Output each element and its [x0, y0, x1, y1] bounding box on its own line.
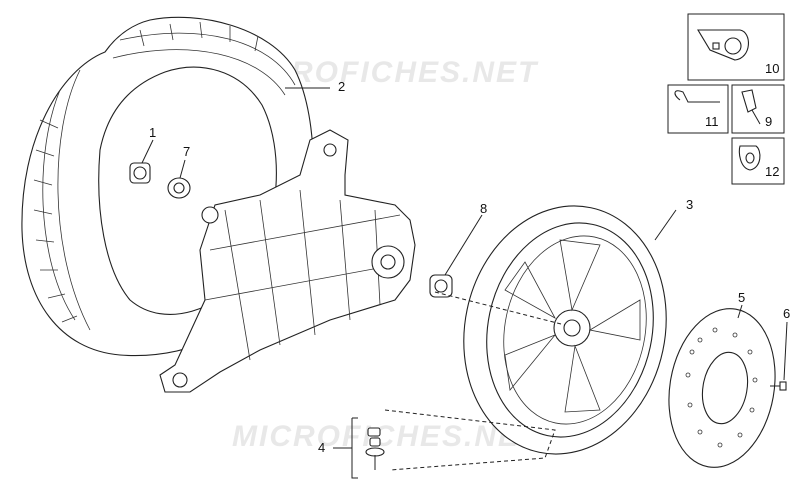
watermark-bottom: MICROFICHES.NET	[232, 420, 541, 453]
kit-box-valve: 9	[731, 84, 785, 134]
nut	[129, 162, 151, 184]
callout-brake-disc: 5	[738, 290, 745, 305]
callout-disc-screw: 6	[783, 306, 790, 321]
leader-bearing-spacer	[444, 214, 483, 276]
brake-disc	[668, 308, 776, 468]
callout-screw-kit: 4	[318, 440, 325, 455]
kit-num-pin: 11	[705, 114, 719, 129]
kit-num-plate: 10	[765, 61, 779, 76]
wheel	[463, 205, 667, 455]
leader-spacer	[179, 159, 186, 179]
kit-box-tab: 12	[731, 137, 785, 185]
kit-bracket	[351, 417, 358, 479]
callout-nut: 1	[149, 125, 156, 140]
callout-spacer: 7	[183, 144, 190, 159]
kit-num-valve: 9	[765, 114, 772, 129]
screw-kit	[365, 427, 385, 470]
kit-dashed-guide	[384, 409, 556, 471]
callout-tyre: 2	[338, 79, 345, 94]
disc-screw	[770, 381, 787, 391]
callout-bearing-spacer: 8	[480, 201, 487, 216]
leader-nut	[141, 139, 154, 164]
leader-brake-disc	[737, 304, 743, 319]
spacer	[167, 177, 191, 199]
kit-box-plate: 10	[687, 13, 785, 81]
axle-dashed-guide	[434, 291, 566, 326]
swingarm	[159, 129, 416, 393]
leader-wheel	[654, 209, 677, 241]
kit-box-pin: 11	[667, 84, 729, 134]
callout-wheel: 3	[686, 197, 693, 212]
bearing-spacer	[429, 274, 453, 298]
leader-disc-screw	[783, 321, 788, 381]
kit-num-tab: 12	[765, 164, 779, 179]
